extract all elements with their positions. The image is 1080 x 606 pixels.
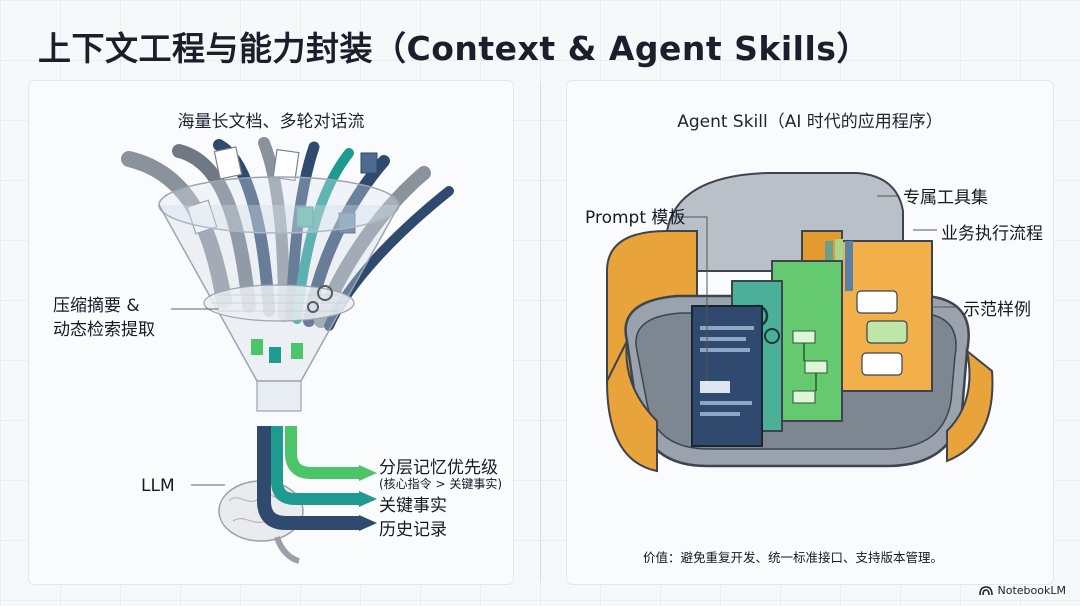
- brand-watermark: NotebookLM: [979, 584, 1066, 597]
- prompt-template-label: Prompt 模板: [585, 203, 685, 228]
- facts-arrow-head: [359, 491, 377, 507]
- panel-divider: [540, 82, 541, 582]
- priority-arrow-head: [359, 465, 377, 481]
- value-statement: 价值：避免重复开发、统一标准接口、支持版本管理。: [643, 547, 943, 566]
- workflow-label: 业务执行流程: [941, 219, 1043, 244]
- tools-label: 专属工具集: [903, 183, 988, 208]
- compress-label-line1: 压缩摘要 &: [53, 291, 140, 316]
- notebooklm-logo-icon: [979, 586, 993, 596]
- funnel: [159, 177, 399, 411]
- key-facts-label: 关键事实: [379, 491, 447, 516]
- examples-label: 示范样例: [963, 295, 1031, 320]
- skill-capsule-illustration: [567, 81, 1055, 586]
- history-arrow-head: [359, 515, 377, 531]
- context-engineering-panel: 海量长文档、多轮对话流: [28, 80, 514, 585]
- brand-name: NotebookLM: [998, 584, 1066, 597]
- agent-skill-panel: Agent Skill（AI 时代的应用程序）: [566, 80, 1054, 585]
- compress-label-line2: 动态检索提取: [53, 315, 155, 340]
- llm-label: LLM: [141, 476, 175, 496]
- memory-priority-note: (核心指令 > 关键事实): [379, 475, 502, 492]
- page-title: 上下文工程与能力封装（Context & Agent Skills）: [38, 22, 870, 70]
- history-label: 历史记录: [379, 515, 447, 540]
- prompt-template-document: [692, 306, 762, 446]
